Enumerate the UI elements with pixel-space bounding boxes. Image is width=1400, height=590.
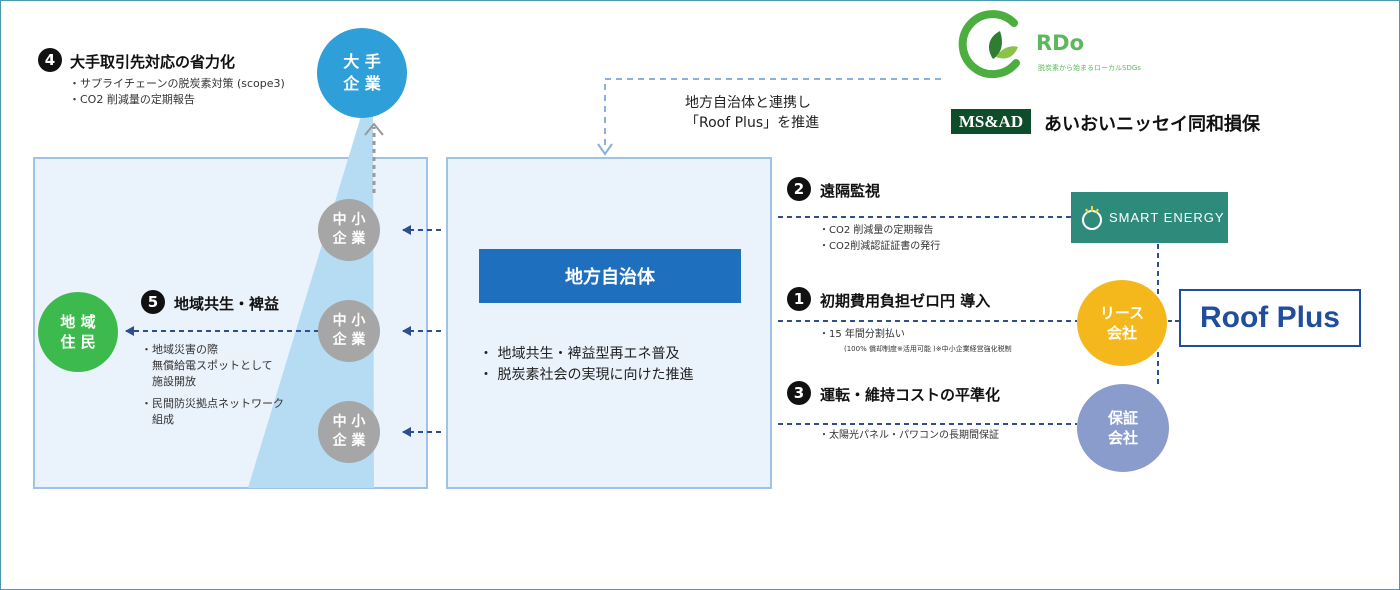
smart-energy-icon: [1082, 205, 1102, 230]
smart-energy-label: SMART ENERGY: [1109, 210, 1225, 225]
lease-company-node: リース 会社: [1077, 280, 1167, 366]
partnership-label: 地方自治体と連携し 「Roof Plus」を推進: [685, 93, 819, 133]
item1-title: 初期費用負担ゼロ円 導入: [820, 292, 991, 310]
msad-company: あいおいニッセイ同和損保: [1044, 114, 1260, 135]
lease-line2: 会社: [1106, 324, 1137, 342]
item1-bullet: ・15 年間分割払い: [819, 329, 905, 340]
smart-energy-logo: SMART ENERGY: [1071, 192, 1228, 243]
item5-bullet-4: ・民間防災拠点ネットワーク: [141, 397, 284, 410]
item5-bullet-3: 施設開放: [141, 375, 196, 388]
item5-bullet-5: 組成: [141, 413, 174, 426]
sme-node-2: 中 小 企 業: [318, 300, 380, 362]
sme-1-line1: 中 小: [332, 212, 366, 229]
sme-3-line2: 企 業: [332, 433, 366, 449]
item5-badge: 5: [141, 290, 165, 314]
government-bullets: ・ 地域共生・裨益型再エネ普及 ・ 脱炭素社会の実現に向けた推進: [479, 344, 693, 386]
item2-bullets: ・CO2 削減量の定期報告 ・CO2削減認証証書の発行: [819, 223, 940, 255]
sme-3-line1: 中 小: [332, 414, 366, 431]
roofplus-text-part2: lus: [1296, 301, 1340, 334]
sme-2-line1: 中 小: [332, 313, 366, 330]
item2-title: 遠隔監視: [820, 182, 881, 200]
government-title: 地方自治体: [565, 267, 655, 288]
msad-logo-text: MS&AD: [958, 111, 1024, 131]
large-enterprise-line2: 企 業: [343, 74, 381, 93]
partnership-line2: 「Roof Plus」を推進: [685, 115, 820, 131]
item2-bullet-1: ・CO2 削減量の定期報告: [819, 225, 934, 236]
government-bullet-2: ・ 脱炭素社会の実現に向けた推進: [479, 367, 694, 383]
item3-title: 運転・維持コストの平準化: [820, 386, 1001, 404]
lease-line1: リース: [1099, 303, 1145, 322]
rdo-tagline: 脱炭素から始まるローカルSDGs: [1038, 64, 1141, 72]
item5-bullets: ・地域災害の際 無償給電スポットとして 施設開放 ・民間防災拠点ネットワーク 組…: [141, 342, 284, 428]
upward-arrowhead: [364, 122, 384, 136]
sme-2-line2: 企 業: [332, 332, 366, 348]
partnership-line1: 地方自治体と連携し: [685, 95, 811, 111]
item5-title: 地域共生・裨益: [174, 295, 280, 313]
guarantee-line1: 保証: [1107, 408, 1138, 427]
resident-node: 地 域 住 民: [38, 292, 118, 372]
item4-bullet-2: ・CO2 削減量の定期報告: [69, 93, 195, 106]
roofplus-text-part1: Roof P: [1199, 301, 1297, 334]
sme-1-line2: 企 業: [332, 231, 366, 247]
partnership-route: [604, 78, 941, 149]
item2-bullet-2: ・CO2削減認証証書の発行: [819, 241, 941, 252]
item3-bullet: ・太陽光パネル・パワコンの長期間保証: [819, 430, 999, 441]
msad-logo: MS&AD: [951, 109, 1031, 134]
sme-node-1: 中 小 企 業: [318, 199, 380, 261]
item5-bullet-1: ・地域災害の際: [141, 343, 218, 356]
partnership-arrowhead: [597, 143, 613, 156]
resident-line2: 住 民: [60, 333, 96, 351]
government-title-bar: 地方自治体: [479, 249, 741, 303]
item4-bullets: ・サプライチェーンの脱炭素対策 (scope3) ・CO2 削減量の定期報告: [69, 76, 285, 108]
item1-badge: 1: [787, 287, 811, 311]
sme-node-3: 中 小 企 業: [318, 401, 380, 463]
government-bullet-1: ・ 地域共生・裨益型再エネ普及: [479, 346, 680, 362]
item3-badge: 3: [787, 381, 811, 405]
large-enterprise-node: 大 手 企 業: [317, 28, 407, 118]
resident-line1: 地 域: [60, 312, 96, 331]
government-panel: [446, 157, 772, 489]
large-enterprise-line1: 大 手: [343, 52, 381, 72]
item4-bullet-1: ・サプライチェーンの脱炭素対策 (scope3): [69, 77, 285, 90]
rdo-logo-icon: [958, 10, 1020, 79]
guarantee-company-node: 保証 会社: [1077, 384, 1169, 472]
item4-title: 大手取引先対応の省力化: [70, 53, 236, 71]
item5-bullet-2: 無償給電スポットとして: [141, 359, 273, 372]
rdo-name: RDo: [1036, 31, 1085, 55]
item4-badge: 4: [38, 48, 62, 72]
item1-note: (100% 償却制度※活用可能 )※中小企業経営強化税制: [844, 345, 1012, 353]
guarantee-line2: 会社: [1107, 429, 1138, 447]
item2-badge: 2: [787, 177, 811, 201]
